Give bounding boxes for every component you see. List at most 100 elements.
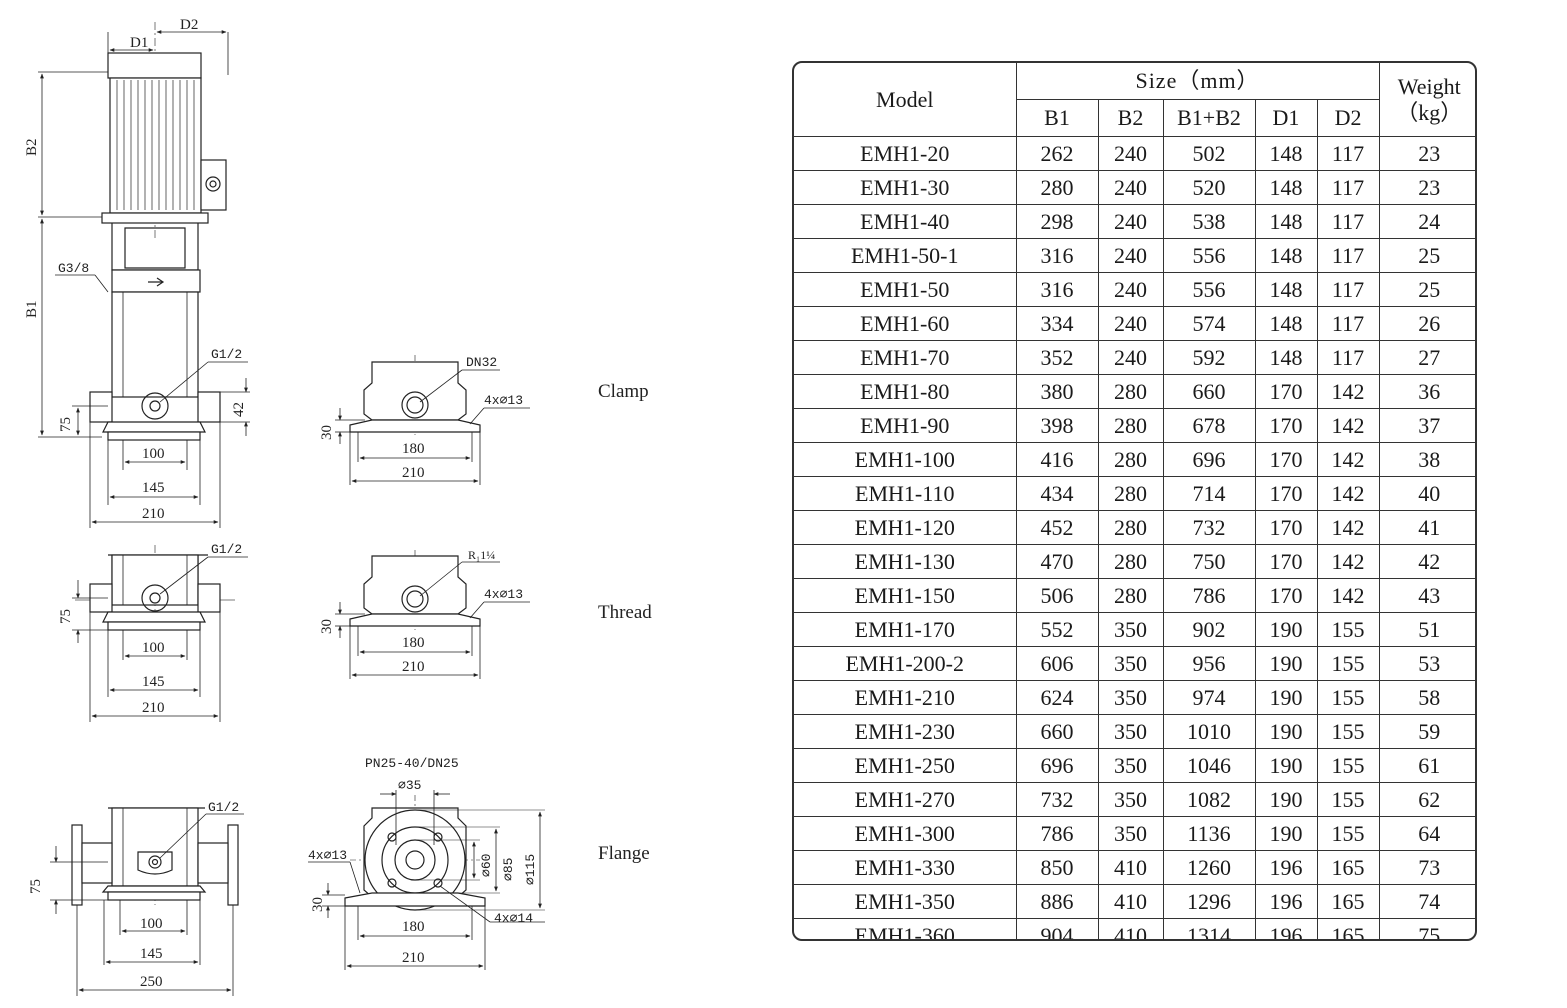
cell-d2: 142 [1316, 476, 1380, 511]
cell-d1: 190 [1254, 646, 1318, 681]
thread-top-view [335, 550, 530, 679]
cell-d2: 165 [1316, 884, 1380, 919]
header-b2: B2 [1097, 99, 1164, 137]
cell-model: EMH1-360 [794, 918, 1017, 939]
cell-d2: 142 [1316, 578, 1380, 613]
cell-b2: 350 [1097, 748, 1164, 783]
cell-b1b2: 974 [1162, 680, 1256, 715]
cell-b2: 280 [1097, 544, 1164, 579]
cell-b1b2: 786 [1162, 578, 1256, 613]
label-g12-flange: G1/2 [208, 800, 239, 815]
cell-b2: 350 [1097, 782, 1164, 817]
label-pn25: PN25-40/DN25 [365, 756, 459, 771]
cell-model: EMH1-80 [794, 374, 1017, 409]
cell-b1: 316 [1015, 238, 1099, 273]
label-d35: ⌀35 [398, 778, 421, 793]
label-thread: Thread [598, 602, 652, 623]
cell-b1: 352 [1015, 340, 1099, 375]
dim-42: 42 [231, 402, 247, 417]
cell-d1: 196 [1254, 850, 1318, 885]
cell-b2: 280 [1097, 476, 1164, 511]
cell-d1: 148 [1254, 136, 1318, 171]
cell-b2: 280 [1097, 374, 1164, 409]
header-weight: Weight （kg） [1378, 63, 1475, 137]
label-flange: Flange [598, 843, 650, 864]
cell-b1b2: 1010 [1162, 714, 1256, 749]
cell-weight: 59 [1378, 714, 1475, 749]
label-holes-14: 4x⌀14 [494, 911, 533, 926]
thread-top-labels: R₁1¼ 4x⌀13 30 180 210 [319, 548, 523, 675]
header-weight-label: Weight [1397, 73, 1461, 99]
dim-250-flange: 250 [140, 974, 163, 990]
label-d85: ⌀85 [501, 858, 516, 881]
dim-210: 210 [142, 506, 165, 522]
cell-d2: 155 [1316, 782, 1380, 817]
cell-d1: 170 [1254, 408, 1318, 443]
cell-model: EMH1-50-1 [794, 238, 1017, 273]
cell-d1: 170 [1254, 544, 1318, 579]
cell-model: EMH1-40 [794, 204, 1017, 239]
cell-model: EMH1-130 [794, 544, 1017, 579]
cell-b1b2: 1046 [1162, 748, 1256, 783]
cell-weight: 75 [1378, 918, 1475, 939]
cell-b2: 240 [1097, 238, 1164, 273]
cell-b1: 262 [1015, 136, 1099, 171]
cell-b2: 410 [1097, 850, 1164, 885]
cell-d2: 117 [1316, 170, 1380, 205]
header-weight-unit: （kg） [1396, 99, 1463, 125]
dim-d2: D2 [180, 17, 198, 33]
cell-weight: 25 [1378, 272, 1475, 307]
clamp-front-view [38, 22, 250, 528]
cell-b1b2: 902 [1162, 612, 1256, 647]
dim-100-thread: 100 [142, 640, 165, 656]
cell-weight: 53 [1378, 646, 1475, 681]
cell-model: EMH1-100 [794, 442, 1017, 477]
label-holes-13: 4x⌀13 [484, 393, 523, 408]
header-b1: B1 [1016, 99, 1099, 137]
cell-weight: 73 [1378, 850, 1475, 885]
cell-model: EMH1-20 [794, 136, 1017, 171]
cell-d1: 170 [1254, 442, 1318, 477]
cell-weight: 23 [1378, 136, 1475, 171]
cell-model: EMH1-210 [794, 680, 1017, 715]
cell-b1b2: 660 [1162, 374, 1256, 409]
cell-weight: 36 [1378, 374, 1475, 409]
dim-b2: B2 [24, 138, 40, 156]
cell-b1: 506 [1015, 578, 1099, 613]
cell-b2: 410 [1097, 884, 1164, 919]
cell-d2: 142 [1316, 408, 1380, 443]
cell-b1: 552 [1015, 612, 1099, 647]
cell-weight: 24 [1378, 204, 1475, 239]
label-r114: R₁1¼ [468, 548, 495, 562]
cell-b1b2: 502 [1162, 136, 1256, 171]
cell-model: EMH1-120 [794, 510, 1017, 545]
cell-d2: 142 [1316, 442, 1380, 477]
cell-weight: 38 [1378, 442, 1475, 477]
cell-b1b2: 1260 [1162, 850, 1256, 885]
cell-b2: 240 [1097, 170, 1164, 205]
thread-front-view [72, 545, 248, 722]
cell-b2: 280 [1097, 408, 1164, 443]
cell-d2: 117 [1316, 204, 1380, 239]
cell-d2: 117 [1316, 238, 1380, 273]
cell-b1: 280 [1015, 170, 1099, 205]
cell-d1: 170 [1254, 578, 1318, 613]
cell-b1: 334 [1015, 306, 1099, 341]
cell-d1: 196 [1254, 918, 1318, 939]
cell-d1: 148 [1254, 272, 1318, 307]
cell-b2: 240 [1097, 136, 1164, 171]
cell-d1: 190 [1254, 680, 1318, 715]
label-clamp: Clamp [598, 381, 649, 402]
cell-b1b2: 1082 [1162, 782, 1256, 817]
cell-b1: 434 [1015, 476, 1099, 511]
cell-d2: 155 [1316, 646, 1380, 681]
